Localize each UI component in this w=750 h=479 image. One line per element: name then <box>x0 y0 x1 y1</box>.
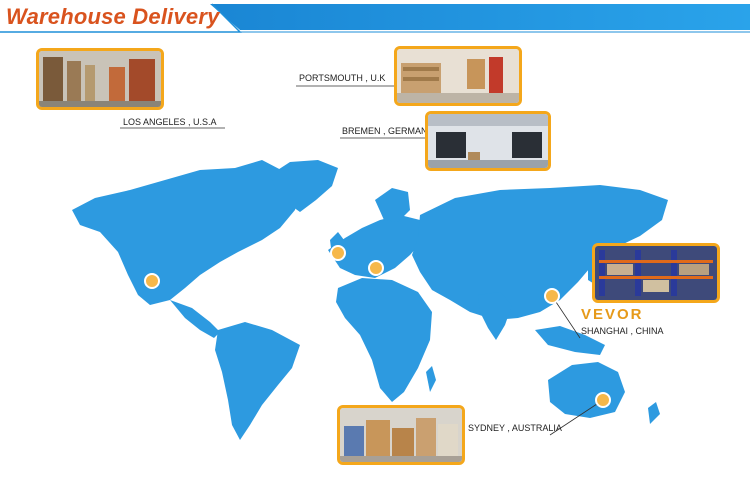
india <box>478 292 512 340</box>
photo-los-angeles-warehouse <box>36 48 164 110</box>
label-portsmouth: PORTSMOUTH , U.K <box>299 73 386 83</box>
greenland <box>270 160 338 212</box>
madagascar <box>426 366 436 392</box>
photo-bremen-warehouse <box>425 111 551 171</box>
photo-sydney-warehouse <box>337 405 465 465</box>
pin-portsmouth[interactable] <box>330 245 346 261</box>
scandinavia <box>375 188 410 222</box>
pin-bremen[interactable] <box>368 260 384 276</box>
europe <box>328 215 425 278</box>
central-america <box>170 300 220 338</box>
label-sydney: SYDNEY , AUSTRALIA <box>468 423 562 433</box>
continents <box>72 160 668 440</box>
photo-shanghai-warehouse <box>592 243 720 303</box>
location-pins <box>144 245 611 408</box>
pin-shanghai[interactable] <box>544 288 560 304</box>
boxes-image <box>340 408 462 462</box>
label-bremen: BREMEN , GERMANY <box>342 126 434 136</box>
label-los-angeles: LOS ANGELES , U.S.A <box>123 117 217 127</box>
warehouse-racks-image <box>39 51 161 107</box>
page-title: Warehouse Delivery <box>6 4 220 29</box>
north-america <box>72 160 300 305</box>
shelving-image <box>595 246 717 300</box>
header-background <box>0 3 750 33</box>
south-america <box>215 322 300 440</box>
southeast-asia <box>535 326 605 355</box>
brand-logo: VEVOR <box>581 306 644 323</box>
photo-portsmouth-warehouse <box>394 46 522 106</box>
leader-lines <box>120 85 604 436</box>
asia <box>412 185 668 320</box>
loading-dock-image <box>428 114 548 168</box>
line-sydney <box>549 399 604 436</box>
label-shanghai: SHANGHAI , CHINA <box>581 326 664 336</box>
australia <box>548 362 625 418</box>
warehouse-worker-image <box>397 49 519 103</box>
header-banner: Warehouse Delivery <box>0 0 750 40</box>
line-shanghai <box>551 295 581 339</box>
africa <box>336 278 432 402</box>
pin-sydney[interactable] <box>595 392 611 408</box>
new-zealand <box>648 402 660 424</box>
pin-los-angeles[interactable] <box>144 273 160 289</box>
